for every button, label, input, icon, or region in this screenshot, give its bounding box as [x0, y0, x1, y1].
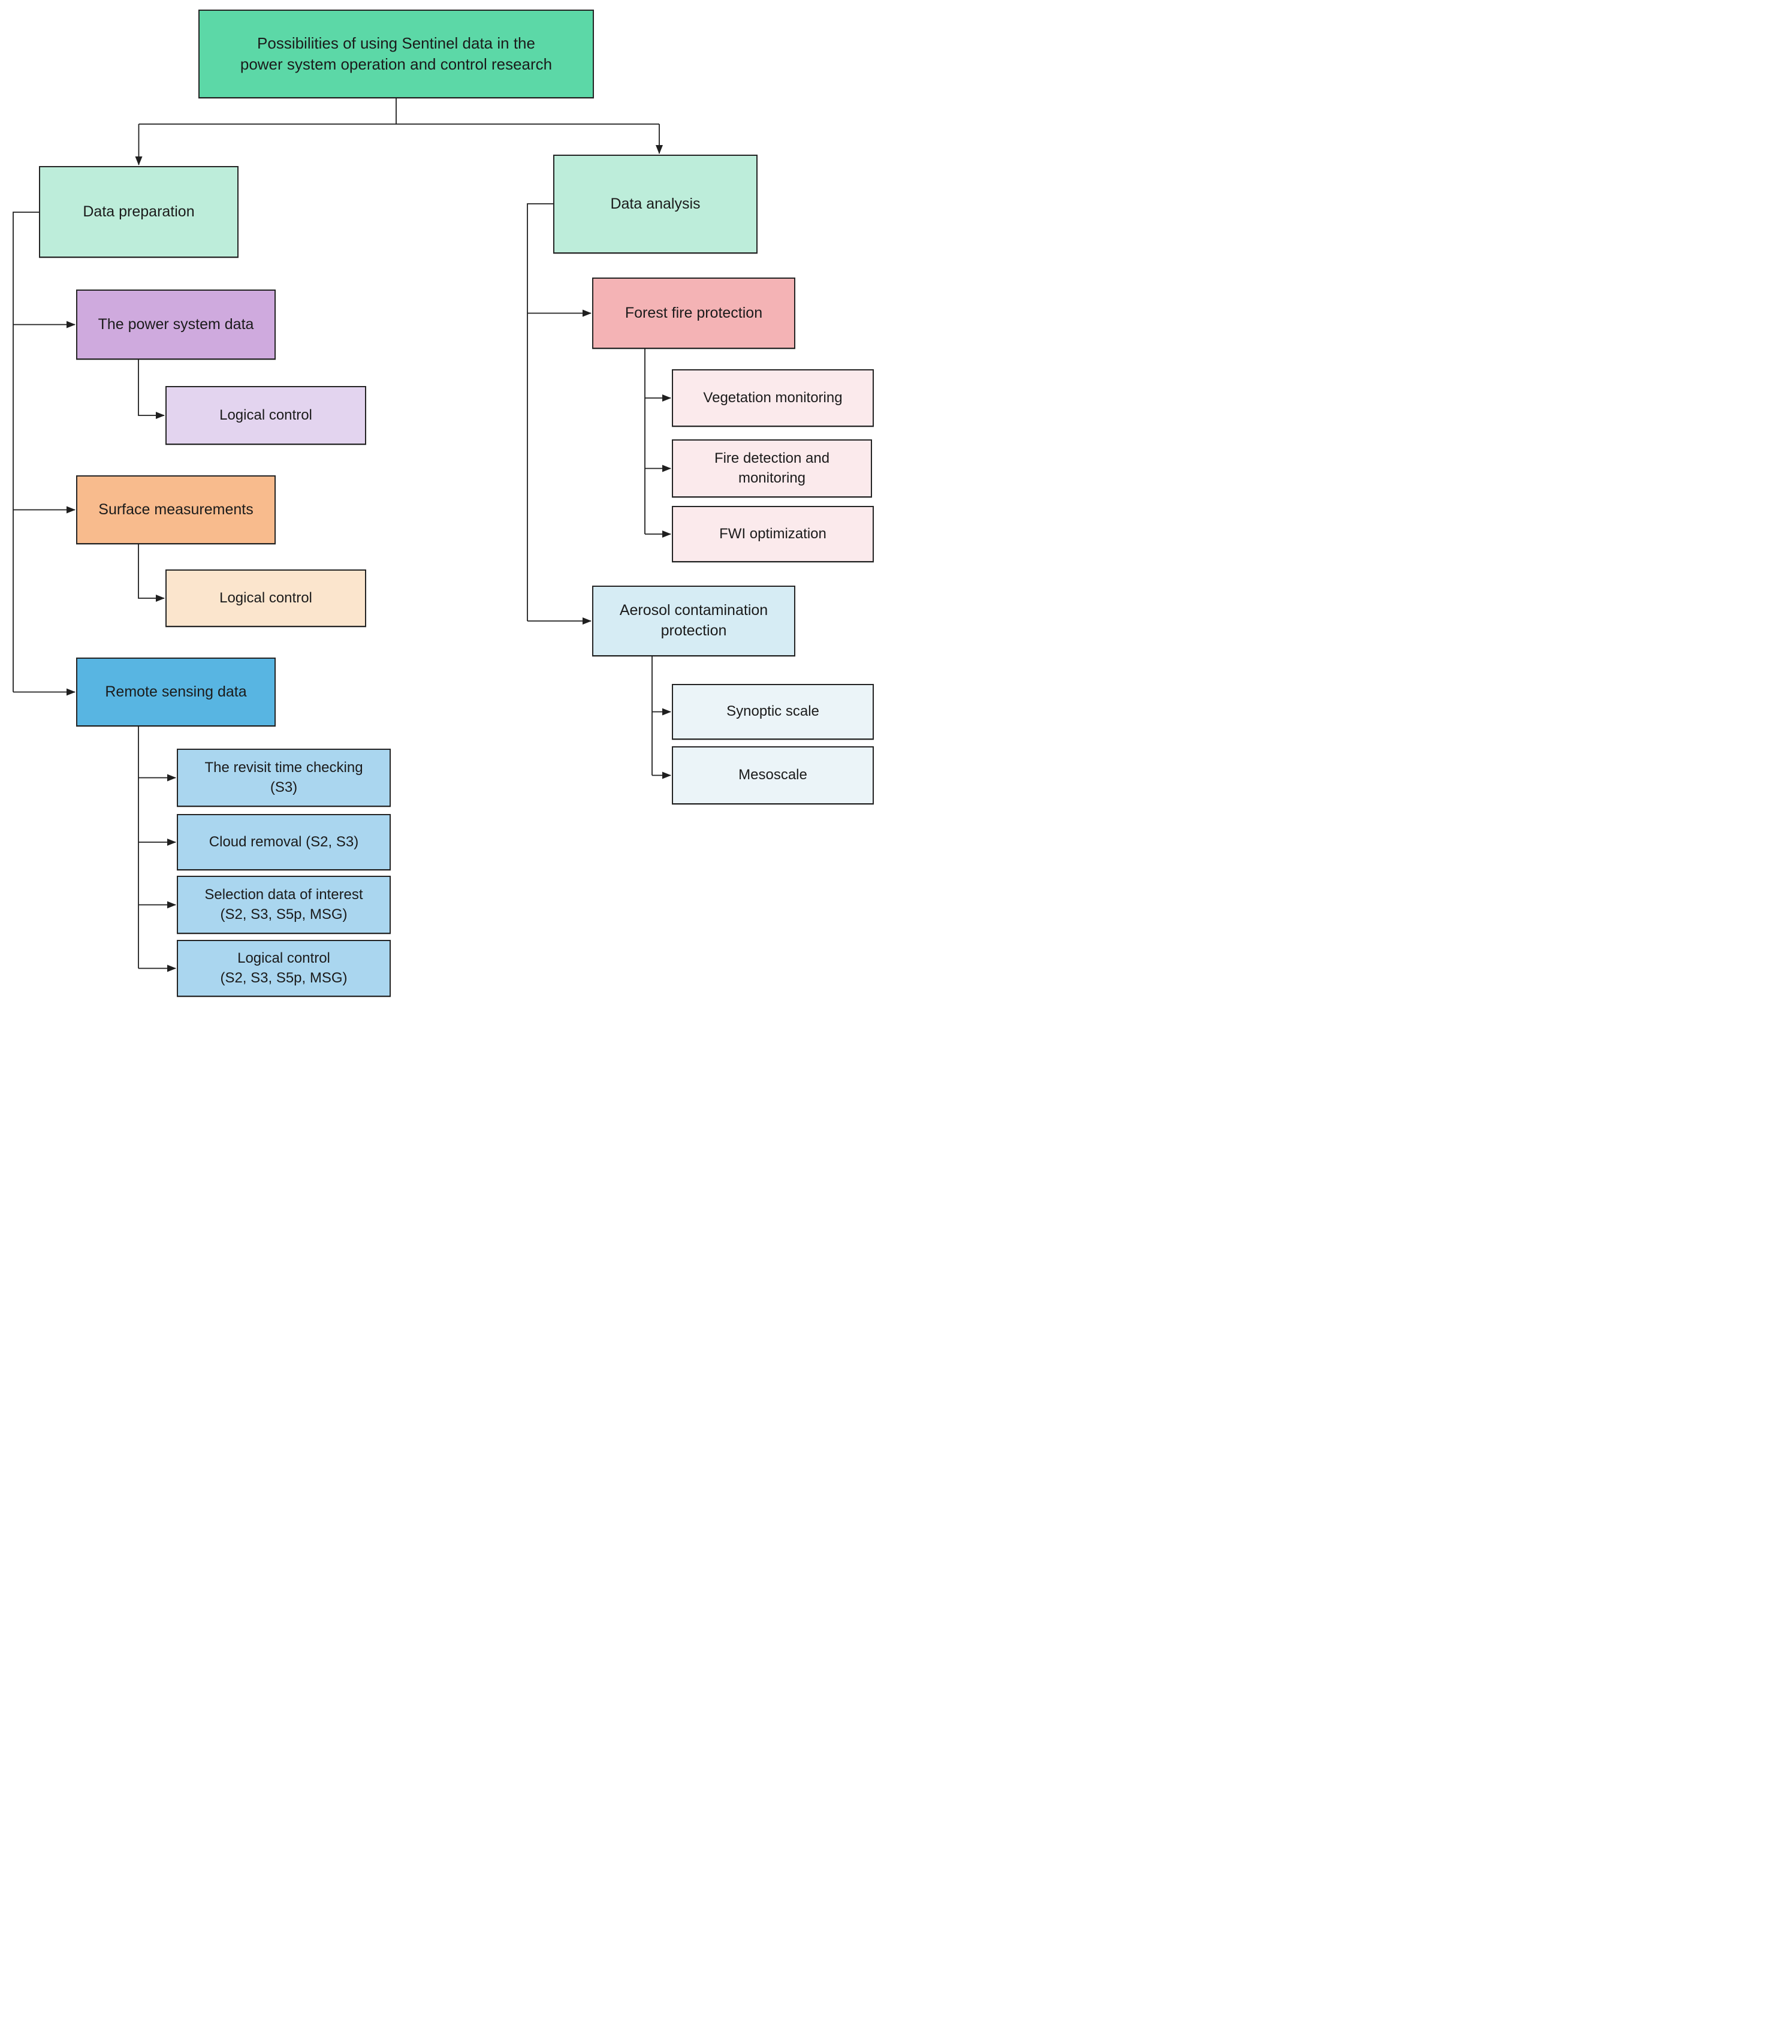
node-selection-data-label: Selection data of interest (S2, S3, S5p,…	[204, 887, 363, 922]
connectors-layer	[13, 98, 671, 972]
node-fire-detection: Fire detection and monitoring	[672, 439, 872, 498]
node-power-system-data-label: The power system data	[98, 315, 254, 333]
node-logical-control-remote-label: Logical control (S2, S3, S5p, MSG)	[220, 950, 348, 986]
node-synoptic-scale: Synoptic scale	[672, 684, 874, 740]
node-data-preparation: Data preparation	[39, 166, 239, 258]
node-forest-fire-protection: Forest fire protection	[592, 278, 795, 349]
node-forest-fire-protection-label: Forest fire protection	[625, 304, 763, 321]
node-surface-measurements-label: Surface measurements	[98, 501, 254, 518]
node-fwi-optimization: FWI optimization	[672, 506, 874, 562]
node-remote-sensing-data-label: Remote sensing data	[105, 683, 247, 700]
node-selection-data: Selection data of interest (S2, S3, S5p,…	[177, 876, 391, 934]
node-logical-control-power: Logical control	[165, 386, 366, 445]
node-fwi-optimization-label: FWI optimization	[719, 525, 826, 542]
node-logical-control-remote: Logical control (S2, S3, S5p, MSG)	[177, 940, 391, 997]
node-cloud-removal: Cloud removal (S2, S3)	[177, 814, 391, 870]
edge-preparation-trunk	[13, 212, 39, 692]
node-revisit-time: The revisit time checking (S3)	[177, 749, 391, 807]
node-revisit-time-label: The revisit time checking (S3)	[204, 759, 363, 795]
flowchart-canvas: Possibilities of using Sentinel data in …	[0, 0, 896, 1022]
node-logical-control-surface-label: Logical control	[219, 589, 312, 606]
edge-surface-to-logical	[138, 544, 165, 602]
node-mesoscale-label: Mesoscale	[738, 767, 807, 783]
node-synoptic-scale-label: Synoptic scale	[726, 703, 819, 720]
edge-analysis-trunk	[527, 203, 553, 621]
node-cloud-removal-label: Cloud removal (S2, S3)	[209, 833, 359, 850]
node-data-analysis: Data analysis	[553, 155, 758, 254]
node-title: Possibilities of using Sentinel data in …	[198, 10, 594, 98]
node-aerosol-protection: Aerosol contamination protection	[592, 586, 795, 656]
node-title-label: Possibilities of using Sentinel data in …	[240, 34, 553, 73]
node-data-analysis-label: Data analysis	[610, 195, 701, 212]
node-vegetation-monitoring: Vegetation monitoring	[672, 369, 874, 427]
node-mesoscale: Mesoscale	[672, 746, 874, 804]
node-surface-measurements: Surface measurements	[76, 475, 276, 544]
node-data-preparation-label: Data preparation	[83, 203, 195, 220]
node-fire-detection-label: Fire detection and monitoring	[714, 450, 830, 486]
node-logical-control-surface: Logical control	[165, 569, 366, 627]
node-vegetation-monitoring-label: Vegetation monitoring	[703, 389, 843, 406]
node-remote-sensing-data: Remote sensing data	[76, 658, 276, 726]
edge-title-stem	[138, 98, 659, 125]
node-logical-control-power-label: Logical control	[219, 406, 312, 423]
node-aerosol-protection-label: Aerosol contamination protection	[619, 602, 768, 639]
edge-power-to-logical	[138, 360, 165, 419]
node-power-system-data: The power system data	[76, 290, 276, 360]
